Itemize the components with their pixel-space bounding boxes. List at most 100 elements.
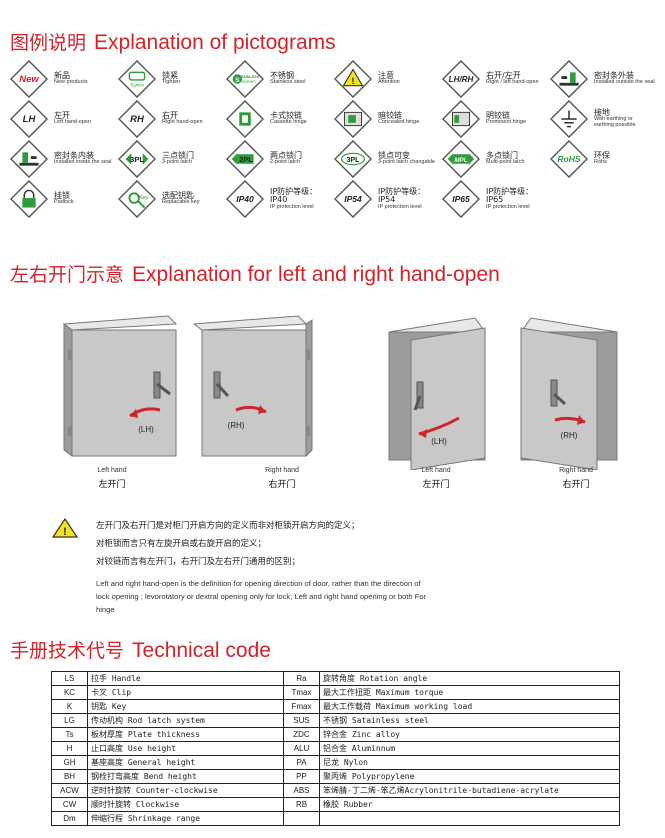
code-cell: Ra xyxy=(283,671,320,686)
description-cell: 锌合金 Zinc alloy xyxy=(319,727,620,742)
svg-text:3PL: 3PL xyxy=(130,155,144,164)
lh-rh-icon: LH/RH xyxy=(442,60,480,98)
svg-text:New: New xyxy=(19,74,39,85)
code-cell: Tmax xyxy=(283,685,320,700)
cassette-hinge-icon xyxy=(226,100,264,138)
description-cell: 钢栓打弯高度 Bend height xyxy=(87,769,284,784)
cabinet-right-hand-2: (RH) xyxy=(520,317,618,470)
description-cell: 基座高度 General height xyxy=(87,755,284,770)
description-cell: 最大工作扭距 Maximum torque xyxy=(319,685,620,700)
description-cell: 铝合金 Aluminnum xyxy=(319,741,620,756)
svg-text:MPL: MPL xyxy=(455,157,468,164)
svg-text:2PL: 2PL xyxy=(239,156,253,164)
svg-text:RH: RH xyxy=(130,114,145,125)
code-cell: PP xyxy=(283,769,320,784)
code-cell: GH xyxy=(51,755,88,770)
seal-inside-icon xyxy=(10,140,48,178)
code-cell: KC xyxy=(51,685,88,700)
description-cell: 不锈钢 Satainless steel xyxy=(319,713,620,728)
hand-open-note: 左开门及右开门是对柜门开启方向的定义而非对柜锁开启方向的定义； 对柜锁而言只有左… xyxy=(96,521,427,614)
svg-text:LH/RH: LH/RH xyxy=(449,75,474,84)
code-cell: K xyxy=(51,699,88,714)
svg-text:IP65: IP65 xyxy=(452,194,470,204)
code-cell: Ts xyxy=(51,727,88,742)
cabinet-left-hand-1: (LH) xyxy=(62,315,178,457)
svg-text:!: ! xyxy=(63,526,67,538)
code-cell: Fmax xyxy=(283,699,320,714)
code-cell: SUS xyxy=(283,713,320,728)
code-cell: H xyxy=(51,741,88,756)
rh-icon: RH xyxy=(118,100,156,138)
svg-text:IP40: IP40 xyxy=(236,194,254,204)
code-cell: RB xyxy=(283,797,320,812)
prominent-hinge-icon xyxy=(442,100,480,138)
svg-text:IP54: IP54 xyxy=(344,194,362,204)
svg-text:3PL: 3PL xyxy=(346,156,360,164)
svg-text:STAINLESS: STAINLESS xyxy=(238,75,259,79)
new-icon: New xyxy=(10,60,48,98)
key-icon: Key xyxy=(118,180,156,218)
description-cell: 传动机构 Rod latch system xyxy=(87,713,284,728)
description-cell: 顺时针旋转 Clockwise xyxy=(87,797,284,812)
description-cell: 旋转角度 Rotation angle xyxy=(319,671,620,686)
concealed-hinge-icon xyxy=(334,100,372,138)
code-cell: ABS xyxy=(283,783,320,798)
description-cell: 聚丙烯 Polypropylene xyxy=(319,769,620,784)
ip40-icon: IP40 xyxy=(226,180,264,218)
svg-text:Key: Key xyxy=(139,195,150,201)
svg-text:LH: LH xyxy=(23,114,37,125)
padlock-icon xyxy=(10,180,48,218)
2pl-icon: 2PL xyxy=(226,140,264,178)
svg-text:!: ! xyxy=(351,76,354,87)
attention-icon: ! xyxy=(334,60,372,98)
ip65-icon: IP65 xyxy=(442,180,480,218)
ip54-icon: IP54 xyxy=(334,180,372,218)
code-cell: ZDC xyxy=(283,727,320,742)
code-cell: LG xyxy=(51,713,88,728)
seal-outside-icon xyxy=(550,60,588,98)
mpl-icon: MPL xyxy=(442,140,480,178)
description-cell: 笨烯腈-丁二烯-笨乙烯Acrylonitrile-butadiene-acryl… xyxy=(319,783,620,798)
description-cell: 橡胶 Rubber xyxy=(319,797,620,812)
earthing-icon xyxy=(550,100,588,138)
code-cell: PA xyxy=(283,755,320,770)
svg-text:(RH): (RH) xyxy=(561,431,578,440)
description-cell: 尼龙 Nylon xyxy=(319,755,620,770)
lh-icon: LH xyxy=(10,100,48,138)
